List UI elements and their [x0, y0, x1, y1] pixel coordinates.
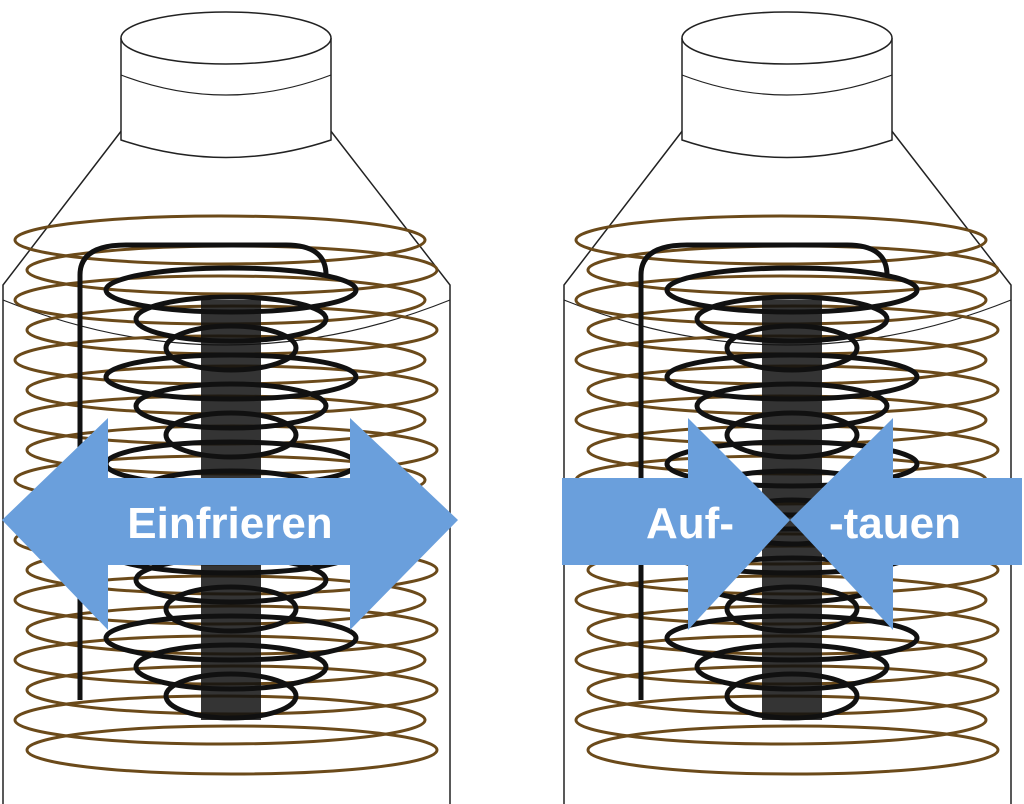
label-auf: Auf-	[646, 499, 734, 548]
outer-coil-ring	[13, 214, 427, 266]
bottle-outline	[563, 129, 1012, 804]
bottle-cap-rim	[681, 74, 893, 96]
outer-coil-ring	[574, 214, 988, 266]
arrow-inward-left	[562, 418, 790, 630]
bottle-outline	[2, 129, 451, 804]
outer-coil-ring	[586, 724, 1000, 776]
bottle-cap-top	[681, 11, 893, 65]
bottle-cap-body	[681, 38, 893, 159]
bottle-cap-top	[120, 11, 332, 65]
arrow-outward-double	[2, 418, 458, 630]
outer-coil-ring	[25, 724, 439, 776]
inner-coil-lead	[638, 242, 890, 700]
bottle-freeze	[2, 11, 451, 804]
bottle-thaw	[563, 11, 1012, 804]
label-einfrieren: Einfrieren	[127, 499, 332, 548]
arrows	[2, 418, 1022, 630]
bottle-cap-body	[120, 38, 332, 159]
arrow-inward-right	[790, 418, 1022, 630]
inner-coil-lead	[77, 242, 329, 700]
bottle-cap-rim	[120, 74, 332, 96]
label-tauen: -tauen	[829, 499, 961, 548]
